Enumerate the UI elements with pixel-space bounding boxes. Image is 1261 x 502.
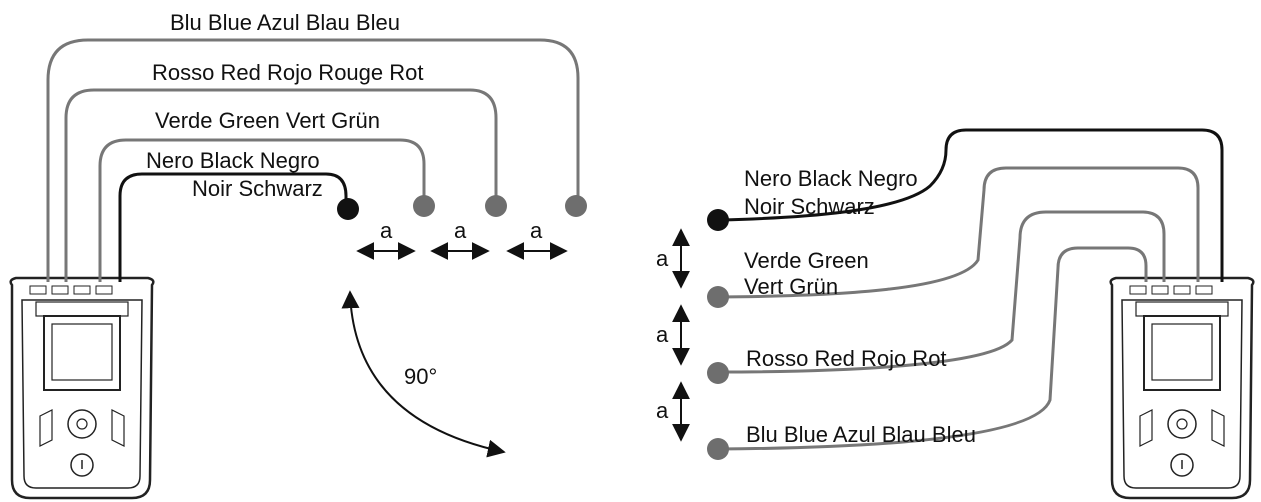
right-green-label-line2: Vert Grün — [744, 274, 838, 299]
right-black-label-line2: Noir Schwarz — [744, 194, 875, 219]
right-spacing-label-2: a — [656, 322, 669, 347]
left-red-probe — [485, 195, 507, 217]
right-instrument — [1109, 276, 1255, 500]
right-blue-probe — [707, 438, 729, 460]
right-blue-cable — [717, 246, 1148, 451]
left-spacing-label-1: a — [380, 218, 393, 243]
left-black-label-line1: Nero Black Negro — [146, 148, 320, 173]
right-black-label-line1: Nero Black Negro — [744, 166, 918, 191]
left-green-label: Verde Green Vert Grün — [155, 108, 380, 133]
right-angle-arc — [341, 290, 506, 458]
right-red-probe — [707, 362, 729, 384]
right-blue-label: Blu Blue Azul Blau Bleu — [746, 422, 976, 447]
right-spacing-label-3: a — [656, 398, 669, 423]
left-blue-cable — [46, 38, 580, 282]
left-spacing-label-3: a — [530, 218, 543, 243]
left-black-probe — [337, 198, 359, 220]
angle-label: 90° — [404, 364, 437, 389]
left-green-probe — [413, 195, 435, 217]
left-green-cable — [98, 138, 426, 282]
left-blue-probe — [565, 195, 587, 217]
left-black-cable — [118, 172, 348, 282]
right-green-cable — [717, 166, 1200, 299]
right-green-probe — [707, 286, 729, 308]
right-spacing-label-1: a — [656, 246, 669, 271]
right-green-label-line1: Verde Green — [744, 248, 869, 273]
right-black-cable — [719, 128, 1224, 282]
right-red-cable — [717, 210, 1166, 374]
left-spacing-label-2: a — [454, 218, 467, 243]
right-black-probe — [707, 209, 729, 231]
left-red-cable — [64, 88, 498, 282]
left-instrument — [9, 276, 155, 500]
left-blue-label: Blu Blue Azul Blau Bleu — [170, 10, 400, 35]
right-red-label: Rosso Red Rojo Rot — [746, 346, 947, 371]
left-black-label-line2: Noir Schwarz — [192, 176, 323, 201]
left-red-label: Rosso Red Rojo Rouge Rot — [152, 60, 423, 85]
